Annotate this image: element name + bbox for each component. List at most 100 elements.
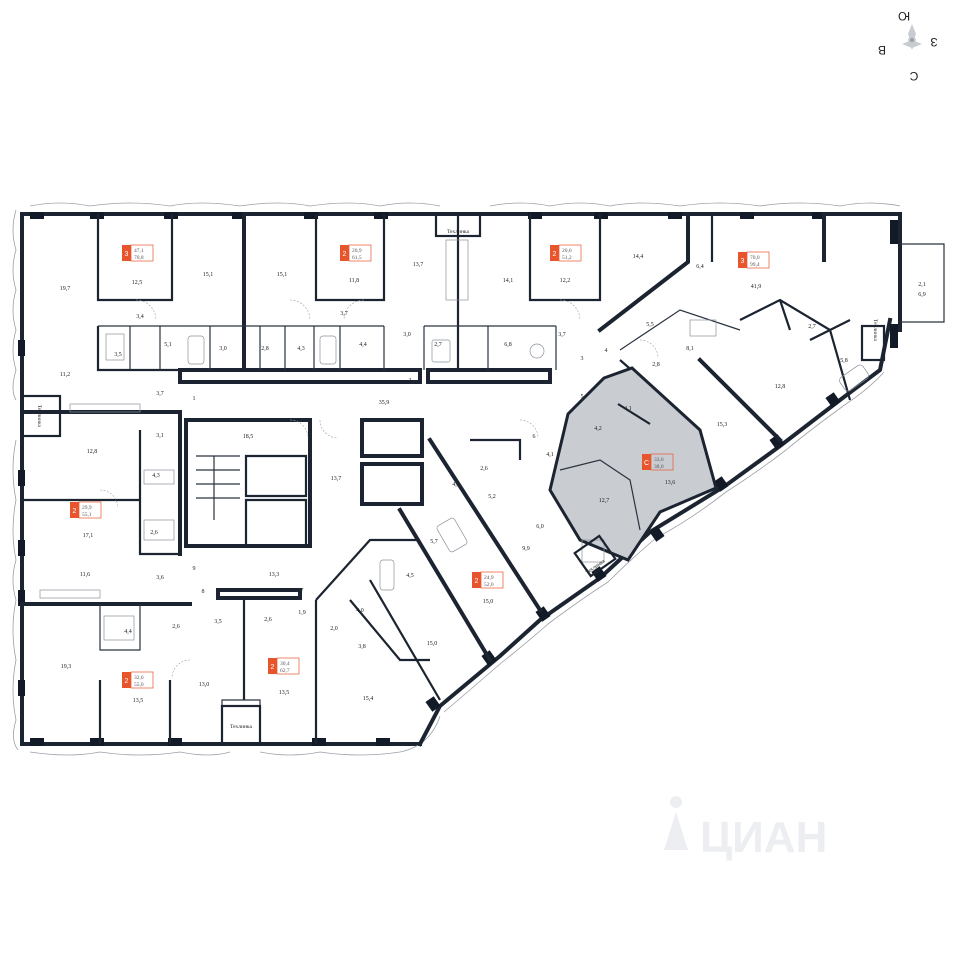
room-area: 14,1 <box>503 278 514 284</box>
room-area: 11,8 <box>349 278 359 284</box>
room-area: 5,1 <box>164 342 172 348</box>
room-area: 1,9 <box>298 610 306 616</box>
interior-walls <box>20 212 852 745</box>
room-area: 5,2 <box>488 494 496 500</box>
room-area: 13,6 <box>665 480 676 486</box>
room-area: 15,1 <box>277 272 288 278</box>
unit-total-area: 55,1 <box>82 512 92 518</box>
room-area: 3,7 <box>558 332 566 338</box>
unit-living-area: 30,4 <box>280 661 290 667</box>
room-area: 15,0 <box>483 599 494 605</box>
room-area: 15,1 <box>203 272 214 278</box>
unit-living-area: 32,6 <box>134 675 144 681</box>
room-area: 19,7 <box>60 286 71 292</box>
room-area: 15,4 <box>363 696 374 702</box>
unit-badge[interactable]: 3 70,0 99,4 <box>738 251 770 269</box>
room-area: 41,9 <box>751 284 762 290</box>
room-area: 12,2 <box>560 278 571 284</box>
unit-rooms: 2 <box>553 251 557 258</box>
compass-west: В <box>878 43 886 57</box>
room-area: 2,8 <box>261 346 269 352</box>
unit-total-area: 55,0 <box>134 682 144 688</box>
room-area: 4,4 <box>124 629 132 635</box>
room-area: 13,5 <box>279 690 290 696</box>
room-area: 13,3 <box>269 572 280 578</box>
unit-badge[interactable]: 2 29,9 55,1 <box>70 501 102 519</box>
room-area: 3,4 <box>136 314 144 320</box>
compass-north: Ю <box>898 9 910 23</box>
room-area: 6,9 <box>918 292 926 298</box>
room-area: 4,4 <box>452 482 460 488</box>
room-area: 8 <box>202 589 205 595</box>
unit-total-area: 70,8 <box>134 255 144 261</box>
unit-total-area: 52,0 <box>484 582 494 588</box>
highlighted-unit-badge[interactable]: С 33,6 38,0 <box>642 453 674 471</box>
room-area: 12,5 <box>132 280 143 286</box>
room-area: 3 <box>581 356 584 362</box>
room-area: 6,4 <box>696 264 704 270</box>
room-area: 6,8 <box>504 342 512 348</box>
room-area: 3,5 <box>114 352 122 358</box>
unit-badge[interactable]: 2 20,9 61,5 <box>340 244 372 262</box>
unit-rooms: С <box>644 460 649 467</box>
tech-label-bottom: Техлинка <box>230 724 252 730</box>
room-area: 6,0 <box>536 524 544 530</box>
room-area: 3,5 <box>214 619 222 625</box>
room-area: 2 <box>409 378 412 384</box>
highlighted-unit-fill[interactable] <box>548 366 718 562</box>
unit-total-area: 61,5 <box>352 255 362 261</box>
room-area: 4,2 <box>594 426 602 432</box>
room-area: 2,0 <box>330 626 338 632</box>
room-area: 2,8 <box>652 362 660 368</box>
unit-total-area: 62,7 <box>280 668 290 674</box>
room-area: 4,1 <box>624 406 632 412</box>
room-area: 4,3 <box>152 473 160 479</box>
room-area: 2,7 <box>808 324 816 330</box>
watermark-icon <box>664 796 688 850</box>
room-area: 12,8 <box>87 449 98 455</box>
unit-badge[interactable]: 2 30,4 62,7 <box>268 657 300 675</box>
unit-living-area: 24,9 <box>484 575 494 581</box>
room-area: 12,7 <box>599 498 610 504</box>
room-area: 18,5 <box>243 434 254 440</box>
watermark-text: ЦИАН <box>700 813 827 862</box>
room-area: 12,8 <box>775 384 786 390</box>
room-area: 4,1 <box>546 452 554 458</box>
room-area: 4 <box>605 348 608 354</box>
unit-rooms: 2 <box>343 251 347 258</box>
room-area: 7 <box>301 588 304 594</box>
room-area: 9 <box>193 566 196 572</box>
room-area-labels: 19,7 12,5 3,4 15,1 15,1 11,8 3,7 13,7 14… <box>60 254 926 704</box>
room-area: 6 <box>533 434 536 440</box>
room-area: 2,1 <box>918 282 926 288</box>
room-area: 13,7 <box>413 262 424 268</box>
unit-badge[interactable]: 2 20,6 51,2 <box>550 244 582 262</box>
door-swings <box>99 299 659 679</box>
room-area: 2,6 <box>480 466 488 472</box>
unit-total-area: 38,0 <box>654 464 664 470</box>
unit-living-area: 20,6 <box>562 248 572 254</box>
unit-badge[interactable]: 2 32,6 55,0 <box>122 671 154 689</box>
room-area: 2,6 <box>264 617 272 623</box>
room-area: 15,0 <box>427 641 438 647</box>
unit-badge[interactable]: 3 47,1 70,8 <box>122 244 154 262</box>
room-area: 3,1 <box>156 433 164 439</box>
room-area: 2,6 <box>150 530 158 536</box>
room-area: 3,6 <box>156 575 164 581</box>
room-area: 11,6 <box>80 572 90 578</box>
unit-badge[interactable]: 2 24,9 52,0 <box>472 571 504 589</box>
unit-rooms: 2 <box>271 664 275 671</box>
room-area: 3,0 <box>219 346 227 352</box>
room-area: 4,5 <box>406 573 414 579</box>
room-area: 4,4 <box>359 342 367 348</box>
unit-living-area: 47,1 <box>134 248 144 254</box>
room-area: 13,0 <box>199 682 210 688</box>
room-area: 14,4 <box>633 254 644 260</box>
compass-east: З <box>930 35 937 49</box>
room-area: 3,7 <box>340 311 348 317</box>
tech-label-corner: Техлинка <box>872 319 878 341</box>
room-area: 4,3 <box>297 346 305 352</box>
room-area: 5,5 <box>646 322 654 328</box>
room-area: 2,6 <box>172 624 180 630</box>
unit-living-area: 29,9 <box>82 505 92 511</box>
